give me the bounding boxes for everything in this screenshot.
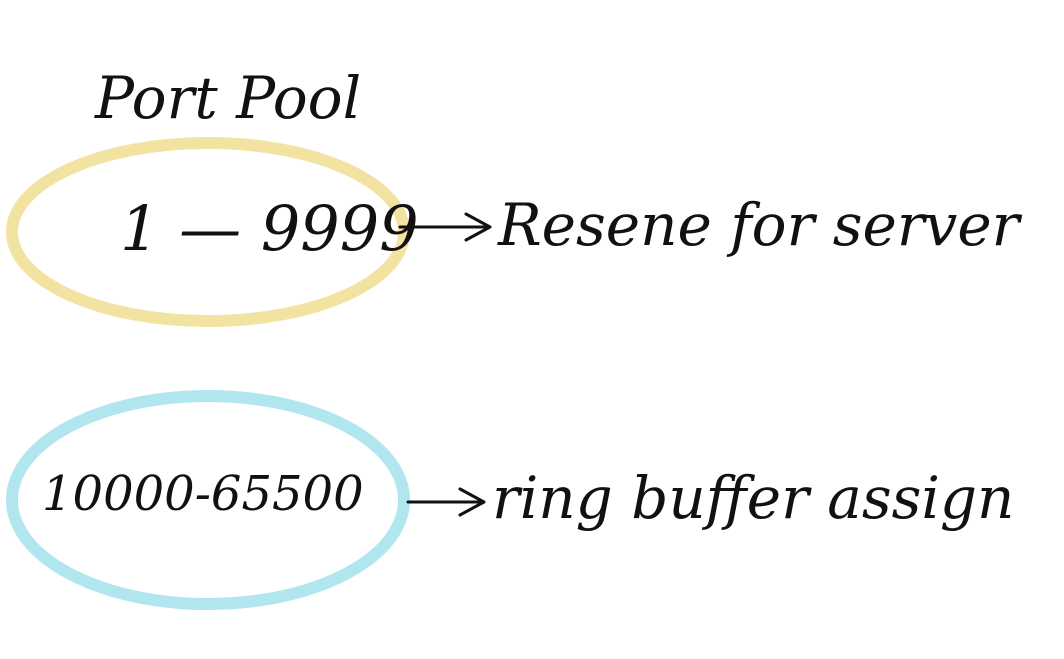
arrow-head: [458, 487, 486, 517]
arrow-head: [464, 212, 492, 242]
pool-ring-buffer: 10000-65500 ring buffer assign: [6, 390, 1014, 610]
arrow-system: [398, 212, 492, 242]
pool-range-system: 1 — 9999: [120, 192, 419, 265]
pool-purpose-system: Resene for server: [497, 191, 1023, 259]
arrow-dynamic: [406, 487, 486, 517]
pool-ring-dynamic: [6, 390, 410, 610]
diagram-title: Port Pool: [94, 64, 361, 132]
pool-range-dynamic: 10000-65500: [42, 466, 364, 522]
pool-purpose-dynamic: ring buffer assign: [492, 464, 1014, 532]
pool-system-reserved: 1 — 9999 Resene for server: [6, 137, 1023, 327]
pool-ring-system: [6, 137, 410, 327]
